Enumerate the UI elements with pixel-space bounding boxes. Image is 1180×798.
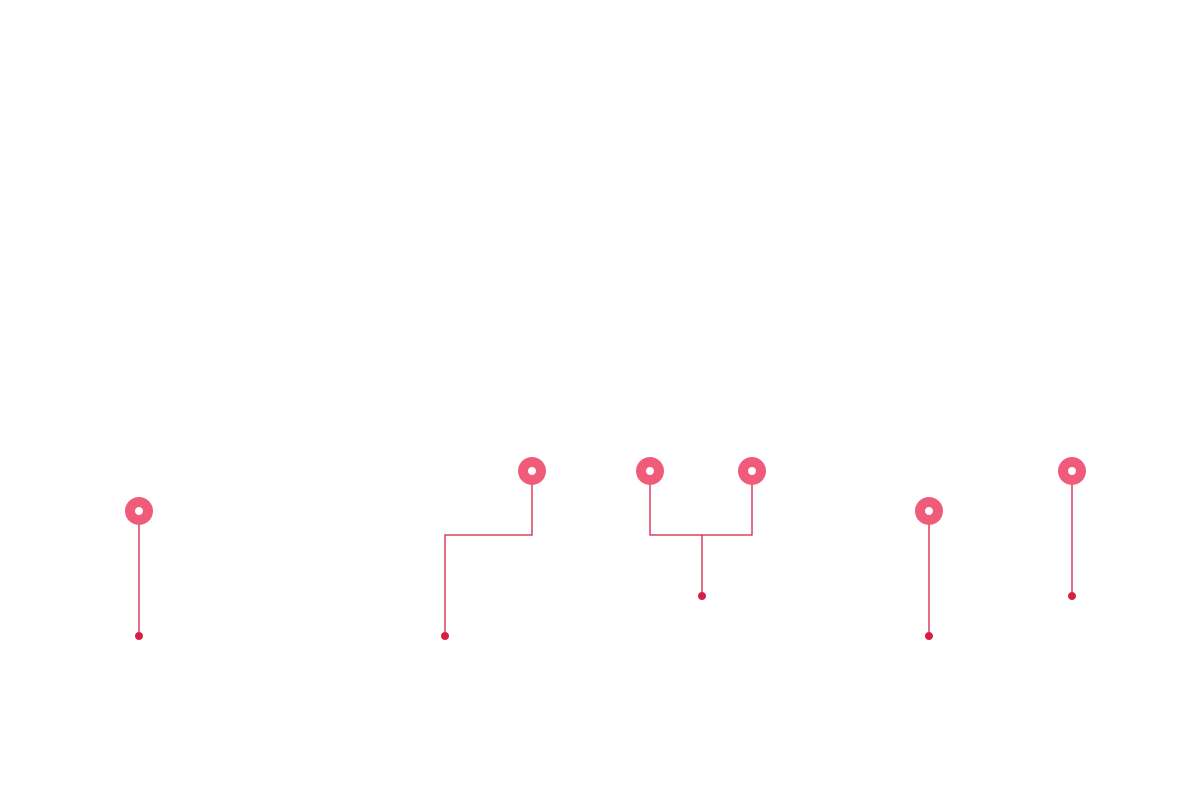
pin-marker[interactable] [518, 457, 546, 485]
pin-annotation-e [1058, 457, 1086, 600]
pin-marker[interactable] [125, 497, 153, 525]
pin-annotation-d [915, 497, 943, 640]
pin-marker[interactable] [915, 497, 943, 525]
anchor-dot [698, 592, 706, 600]
pin-marker-center [1068, 467, 1076, 475]
pin-marker-right[interactable] [738, 457, 766, 485]
pin-marker-left[interactable] [636, 457, 664, 485]
pin-annotation-c [636, 457, 766, 600]
leader-line-bracket [649, 471, 753, 536]
leader-line [444, 471, 533, 636]
pin-marker[interactable] [1058, 457, 1086, 485]
pin-annotation-a [125, 497, 153, 640]
anchor-dot [441, 632, 449, 640]
pin-annotation-b [441, 457, 546, 640]
pin-marker-center [135, 507, 143, 515]
anchor-dot [1068, 592, 1076, 600]
pin-marker-center [528, 467, 536, 475]
pin-marker-center [748, 467, 756, 475]
anchor-dot [135, 632, 143, 640]
pin-marker-center [646, 467, 654, 475]
pin-marker-center [925, 507, 933, 515]
anchor-dot [925, 632, 933, 640]
